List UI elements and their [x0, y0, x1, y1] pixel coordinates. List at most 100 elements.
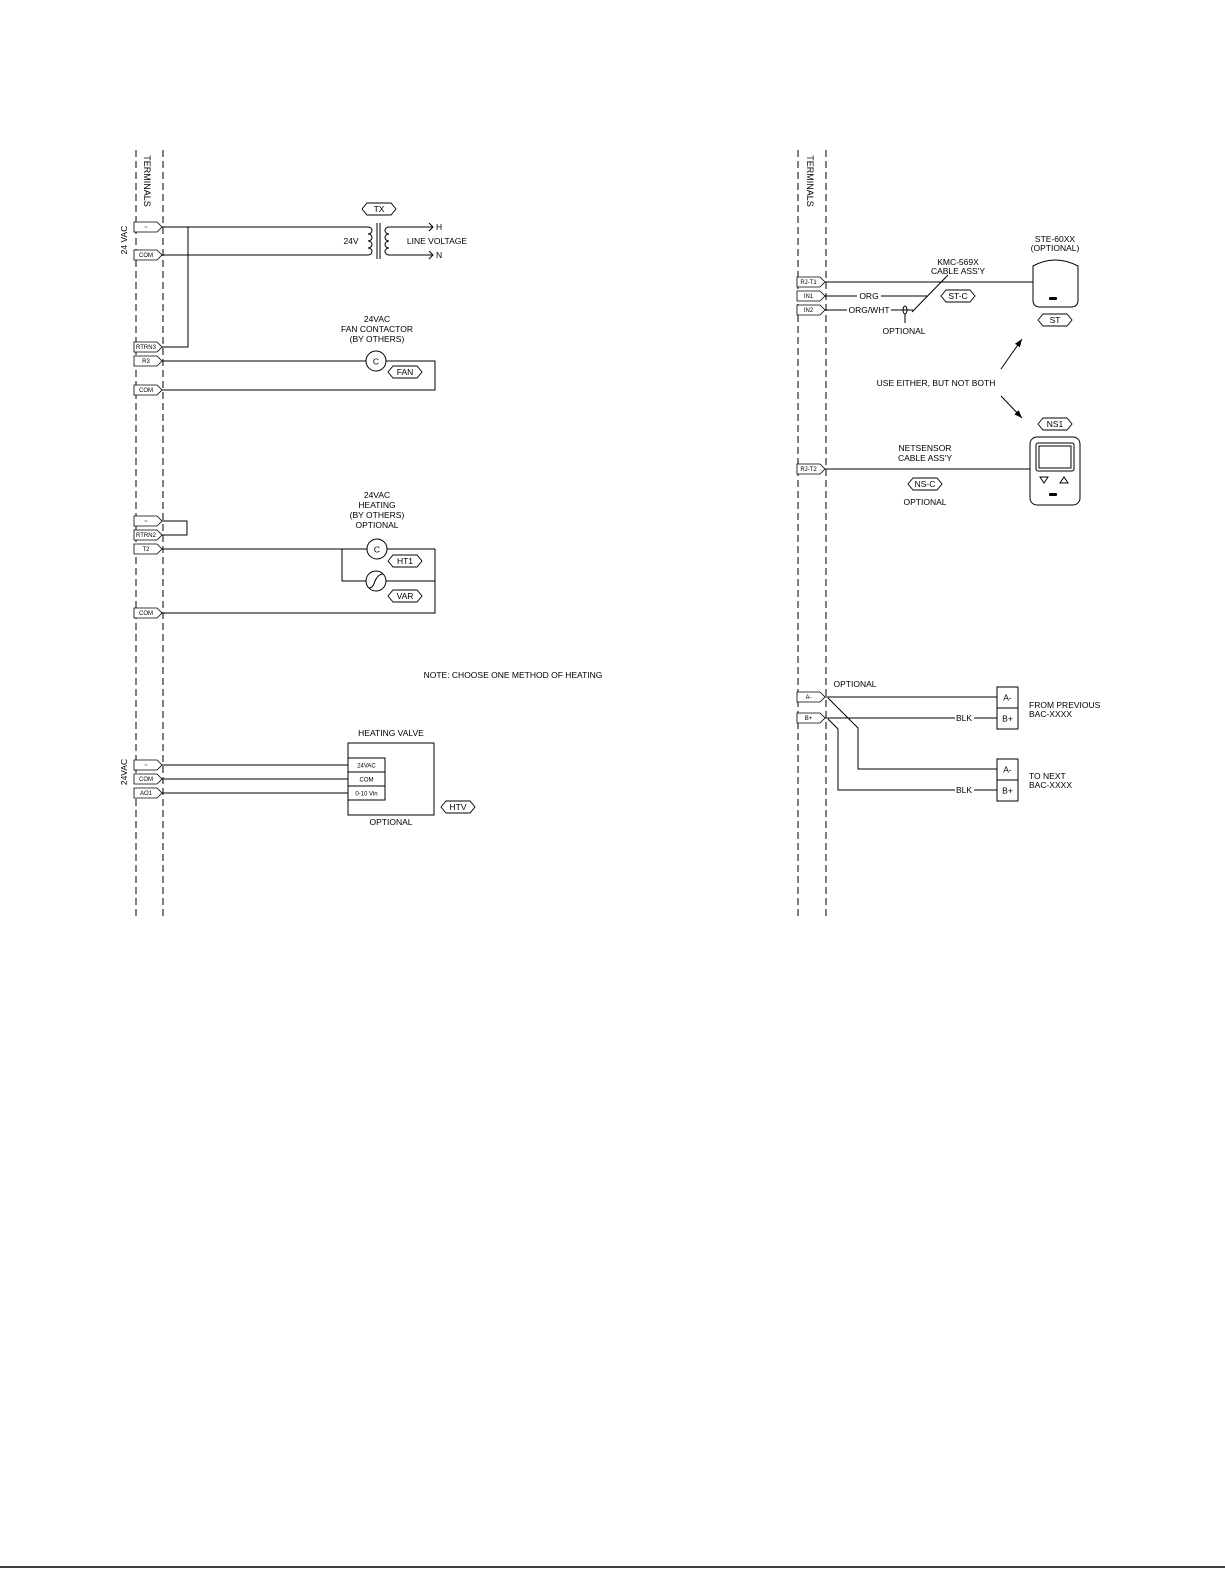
wire-rtrn2-jumper	[162, 520, 188, 536]
terminal-tag	[133, 355, 163, 367]
var-tag	[387, 589, 423, 603]
terminal-label: A-	[806, 695, 812, 701]
terminal-tag	[796, 290, 826, 302]
netsensor-optional-label: OPTIONAL	[904, 497, 947, 507]
ht1-tag	[387, 554, 423, 568]
terminal-tag	[133, 384, 163, 396]
terminal-tag	[133, 759, 163, 771]
netsensor-cable-caption-line: CABLE ASS'Y	[898, 453, 952, 463]
right-terminal-tags: RJ-T1 IN1 IN2 RJ-T2 A- B+	[796, 276, 826, 724]
supply-label-bottom: 24VAC	[119, 759, 129, 785]
kmc-cable-caption-line: CABLE ASS'Y	[931, 266, 985, 276]
line-terminal-arrow	[428, 250, 434, 260]
kmc-cable-caption-line: KMC-569X	[937, 257, 979, 267]
heating-caption-line: (BY OTHERS)	[350, 510, 405, 520]
heating-valve-title: HEATING VALVE	[358, 728, 424, 738]
terminal-label: IN2	[804, 308, 814, 314]
terminal-label: ~	[144, 763, 148, 769]
heating-relay-coil-label: C	[374, 545, 380, 555]
from-pin-label: B+	[1002, 714, 1013, 724]
heating-caption-line: HEATING	[358, 500, 395, 510]
heating-valve: HEATING VALVE 24VAC COM 0-10 Vin HTV OPT…	[347, 728, 476, 827]
st-tag	[1037, 313, 1073, 327]
sensor-cable: KMC-569X CABLE ASS'Y ORG ORG/WHT OPTIONA…	[825, 234, 1079, 336]
terminal-tag	[796, 691, 826, 703]
hot-label: H	[436, 222, 442, 232]
neutral-label: N	[436, 250, 442, 260]
down-triangle-icon	[1039, 476, 1049, 484]
st-c-tag	[940, 289, 976, 303]
wire-heating-return	[162, 549, 436, 614]
netsensor-screen	[1035, 442, 1075, 472]
sensor-caption-line: STE-60XX	[1035, 234, 1075, 244]
transformer-tag-label: TX	[374, 204, 385, 214]
terminal-tag	[796, 276, 826, 288]
wire-a-minus-to	[827, 697, 997, 770]
terminal-label: RTRN2	[136, 533, 157, 539]
terminal-tag	[133, 341, 163, 353]
choice-note: USE EITHER, BUT NOT BOTH	[877, 378, 996, 388]
terminal-label: RJ-T2	[800, 467, 817, 473]
ns-c-tag	[907, 477, 943, 491]
kmc-optional-label: OPTIONAL	[883, 326, 926, 336]
terminal-label: COM	[139, 611, 153, 617]
ns1-tag	[1037, 417, 1073, 431]
line-voltage-label: LINE VOLTAGE	[407, 236, 467, 246]
terminal-label: B+	[805, 716, 813, 722]
heating-caption-line: 24VAC	[364, 490, 390, 500]
cable-leader	[911, 274, 949, 313]
wire-color-label: ORG	[859, 291, 878, 301]
terminal-tag	[133, 515, 163, 527]
netsensor: NS1 NETSENSOR CABLE ASS'Y NS-C OPTIONAL	[825, 417, 1081, 507]
terminal-label: IN1	[804, 294, 814, 300]
ns1-tag-label: NS1	[1047, 419, 1064, 429]
terminal-label: ~	[144, 225, 148, 231]
bacnet-network: OPTIONAL BLK BLK A- B+ FROM PREVIOUS BAC…	[825, 679, 1101, 802]
left-wiring	[162, 226, 436, 794]
primary-coil	[384, 226, 390, 256]
terminal-tag	[133, 221, 163, 233]
right-panel: TERMINALS KMC-569X CABLE ASS'Y ORG ORG/W…	[796, 150, 1101, 917]
sensor-choice: USE EITHER, BUT NOT BOTH	[877, 338, 1023, 419]
terminal-tag	[796, 304, 826, 316]
ht1-tag-label: HT1	[397, 556, 413, 566]
heating-method-note: NOTE: CHOOSE ONE METHOD OF HEATING	[424, 670, 603, 680]
wire-fan-return	[162, 360, 436, 391]
supply-label-top: 24 VAC	[119, 226, 129, 255]
netsensor-cable-caption-line: NETSENSOR	[899, 443, 952, 453]
to-caption-line: BAC-XXXX	[1029, 780, 1072, 790]
terminal-label: COM	[139, 253, 153, 259]
up-triangle-icon	[1059, 476, 1069, 484]
arrow-down-icon	[1000, 395, 1023, 419]
netsensor-device-icon	[1029, 436, 1081, 506]
heating-valve-pin-block	[347, 757, 386, 801]
fan-tag	[387, 365, 423, 379]
left-terminal-tags: ~ COM RTRN3 R3 COM ~ RTRN2 T2 COM ~ COM …	[133, 221, 163, 799]
sensor-logo-icon	[1049, 297, 1057, 300]
wire-b-plus-to	[827, 718, 955, 791]
to-pin-label: A-	[1003, 765, 1012, 775]
terminal-label: RTRN3	[136, 345, 157, 351]
heating-relay-coil-symbol	[366, 538, 388, 560]
network-optional-label: OPTIONAL	[834, 679, 877, 689]
terminal-tag	[133, 773, 163, 785]
valve-pin-label: 0-10 Vin	[355, 792, 377, 798]
wire-color-label: ORG/WHT	[848, 305, 889, 315]
transformer-tag	[361, 202, 397, 216]
heating: 24VAC HEATING (BY OTHERS) OPTIONAL C HT1…	[350, 490, 423, 603]
left-panel: TERMINALS 24 VAC 24VAC	[119, 150, 602, 917]
terminal-label: AO1	[140, 791, 153, 797]
arrow-up-icon	[1000, 338, 1023, 370]
from-pin-label: A-	[1003, 693, 1012, 703]
to-pin-label: B+	[1002, 786, 1013, 796]
heating-valve-caption: OPTIONAL	[370, 817, 413, 827]
htv-tag	[440, 800, 476, 814]
from-caption-line: BAC-XXXX	[1029, 709, 1072, 719]
terminal-tag	[796, 463, 826, 475]
var-tag-label: VAR	[397, 591, 414, 601]
terminals-heading: TERMINALS	[142, 155, 152, 207]
fan-tag-label: FAN	[397, 367, 414, 377]
terminal-label: COM	[139, 388, 153, 394]
fan-caption-line: FAN CONTACTOR	[341, 324, 413, 334]
